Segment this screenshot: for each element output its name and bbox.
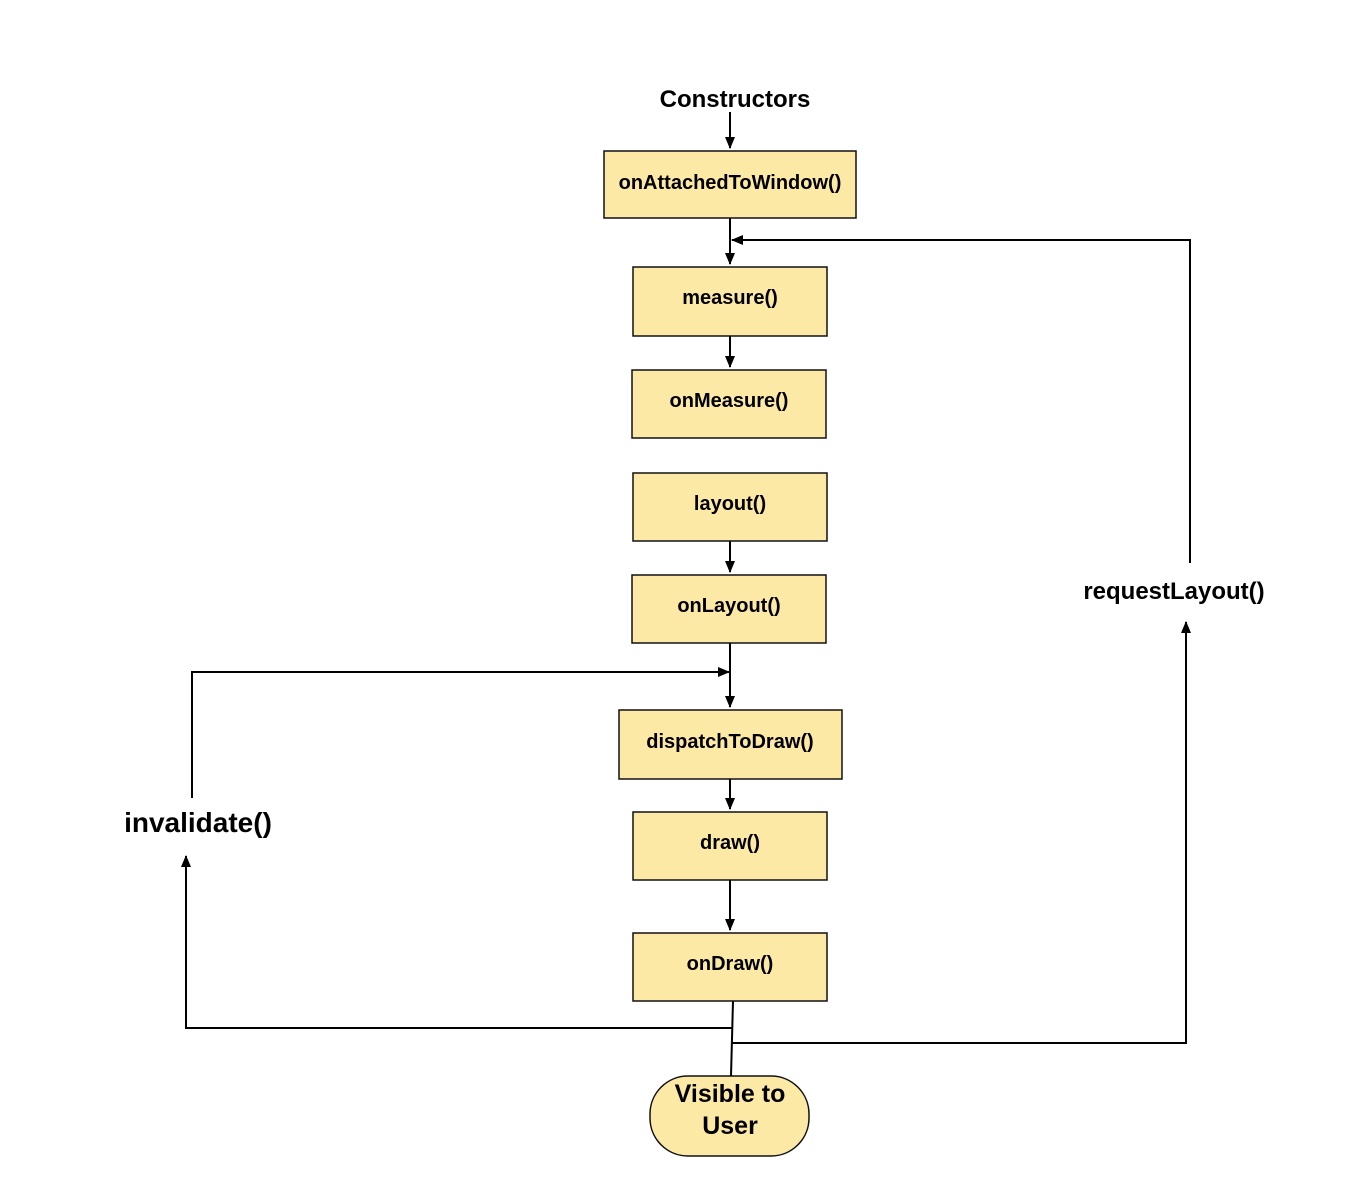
terminal-box: [649, 1075, 810, 1157]
node-on-draw: onDraw(): [632, 932, 828, 1002]
node-label: measure(): [682, 287, 778, 309]
node-label: onAttachedToWindow(): [619, 172, 842, 194]
terminal-label-line-2: User: [702, 1112, 758, 1140]
edge-ondraw-to-visible: [730, 1000, 734, 1077]
terminal-label-line-1: Visible to: [675, 1080, 786, 1108]
node-label: onDraw(): [687, 953, 774, 975]
node-label: dispatchToDraw(): [646, 731, 813, 753]
edges: [181, 112, 1191, 1077]
node-on-measure: onMeasure(): [631, 369, 827, 439]
node-box: [632, 932, 828, 1002]
node-label: onLayout(): [677, 595, 780, 617]
node-label: layout(): [694, 493, 766, 515]
edge-invalidate-to-dispatch: [191, 667, 730, 798]
node-on-attached-to-window: onAttachedToWindow(): [603, 150, 857, 219]
node-measure: measure(): [632, 266, 828, 337]
node-dispatch-to-draw: dispatchToDraw(): [618, 709, 843, 780]
node-box: [631, 574, 827, 644]
constructors-label: Constructors: [660, 86, 811, 113]
node-box: [632, 266, 828, 337]
node-box: [603, 150, 857, 219]
edge-requestlayout-to-measure: [731, 235, 1191, 563]
node-layout: layout(): [632, 472, 828, 542]
node-box: [632, 811, 828, 881]
node-label: onMeasure(): [670, 390, 789, 412]
node-label: draw(): [700, 832, 760, 854]
request-layout-label: requestLayout(): [1083, 578, 1264, 605]
node-box: [631, 369, 827, 439]
edge-ondraw-to-requestlayout: [732, 621, 1191, 1044]
edge-ondraw-to-invalidate: [181, 855, 732, 1029]
invalidate-label: invalidate(): [124, 807, 272, 838]
node-on-layout: onLayout(): [631, 574, 827, 644]
node-draw: draw(): [632, 811, 828, 881]
node-box: [632, 472, 828, 542]
node-visible-to-user: Visible to User: [649, 1075, 810, 1157]
node-box: [618, 709, 843, 780]
